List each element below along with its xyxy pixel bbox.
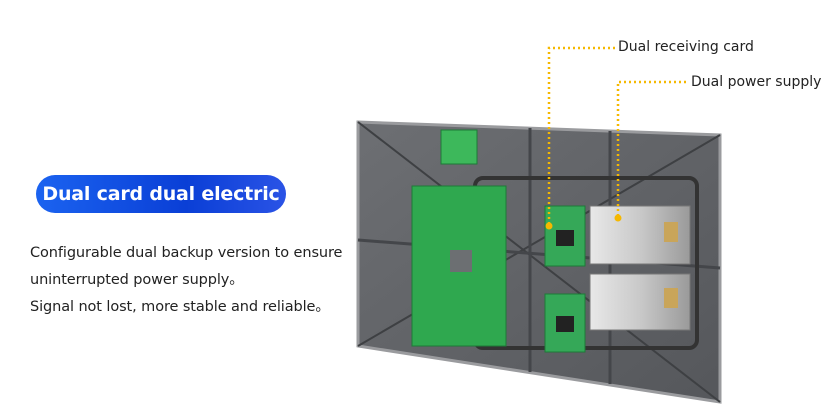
feature-title-badge: Dual card dual electric [36,175,286,213]
feature-description: Configurable dual backup version to ensu… [30,240,342,321]
description-line: Configurable dual backup version to ensu… [30,245,343,261]
description-line: Signal not lost, more stable and reliabl… [30,299,330,315]
callout-lines [545,46,688,230]
main-hub-board [411,129,507,347]
power-supplies [589,205,691,331]
callout-power-supply: Dual power supply [691,74,822,90]
description-line: uninterrupted power supply。 [30,272,244,288]
callout-receiving-card: Dual receiving card [618,39,754,55]
receiving-cards [544,205,586,353]
